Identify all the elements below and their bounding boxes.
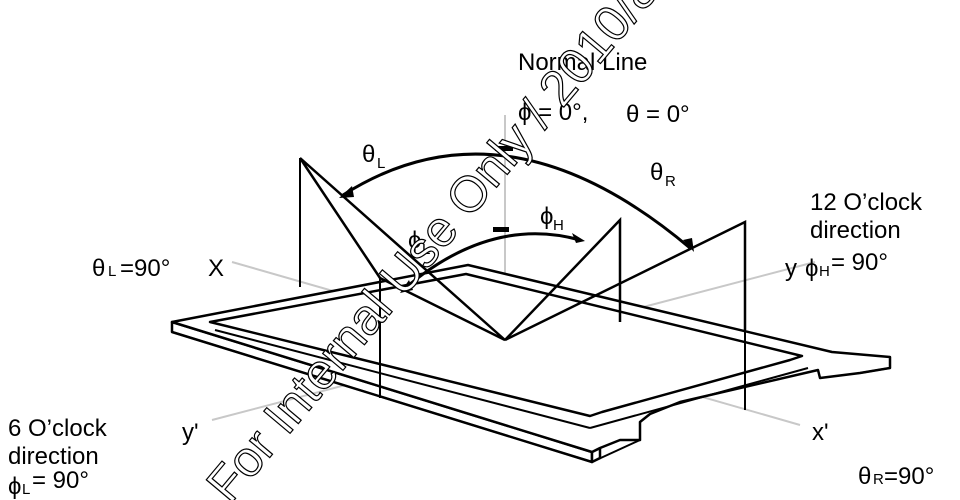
normal-line-label: Normal Line — [518, 49, 647, 76]
theta-l-label: θ — [362, 141, 375, 168]
phi-l-label: ϕ — [408, 227, 421, 254]
arc-theta-mark — [495, 146, 513, 151]
theta-r-sub: R — [665, 173, 676, 190]
arrow-theta-left — [339, 186, 354, 198]
frame-right-tab-line — [859, 367, 891, 374]
arc-theta — [342, 152, 691, 250]
axis-x-label: X — [208, 255, 224, 282]
arrow-theta-right — [683, 238, 694, 252]
phi-h-plane-shape — [504, 216, 622, 341]
frame-bottom-line — [171, 331, 593, 463]
axis-x-prime-label: x' — [812, 419, 829, 446]
frame-details — [171, 329, 891, 463]
theta-l-90-sub: L — [108, 263, 116, 280]
theta-r-plane — [504, 216, 747, 342]
frame-tab-line — [591, 439, 641, 463]
phi-l-90-value: = 90° — [32, 467, 89, 494]
arc-phi-mark — [493, 227, 509, 232]
theta-r-90-sub: R — [873, 471, 884, 488]
twelve-oclock-label: 12 O’clock — [810, 189, 923, 216]
arc-phi — [402, 232, 581, 292]
theta-zero-label: θ = 0° — [626, 101, 690, 128]
phi-h-90-sub: H — [819, 263, 830, 280]
theta-l-90-symbol: θ — [92, 255, 105, 282]
arrow-phi-right — [572, 233, 585, 243]
six-oclock-direction: direction — [8, 443, 99, 470]
frame-inner-opening — [208, 272, 804, 418]
theta-r-90-value: =90° — [884, 463, 934, 490]
phi-zero-label: ϕ = 0°, — [518, 99, 588, 126]
frame-inner-front — [214, 329, 591, 429]
axis-y-prime-label: y' — [182, 419, 199, 446]
arc-arrows — [339, 146, 694, 293]
theta-r-90-symbol: θ — [858, 463, 871, 490]
theta-l-plane — [298, 157, 506, 342]
arrow-phi-left — [400, 280, 413, 293]
panel-frame — [170, 263, 892, 464]
phi-l-90-sub: L — [22, 481, 30, 498]
phi-h-label: ϕ — [540, 203, 553, 230]
theta-l-90-value: =90° — [120, 255, 170, 282]
theta-l-plane-shape — [298, 157, 506, 342]
phi-h-90-value: = 90° — [831, 249, 888, 276]
theta-r-label: θ — [650, 159, 663, 186]
twelve-oclock-direction: direction — [810, 217, 901, 244]
theta-r-plane-shape — [504, 219, 747, 342]
phi-l-90-symbol: ϕ — [8, 473, 21, 500]
six-oclock-label: 6 O’clock — [8, 415, 108, 442]
angle-arcs — [342, 152, 691, 292]
axis-y-label: y — [785, 255, 797, 282]
frame-inner-right — [589, 367, 809, 429]
phi-l-sub: L — [422, 241, 430, 258]
phi-h-sub: H — [553, 217, 564, 234]
theta-l-sub: L — [377, 155, 385, 172]
phi-h-90-symbol: ϕ — [805, 255, 818, 282]
